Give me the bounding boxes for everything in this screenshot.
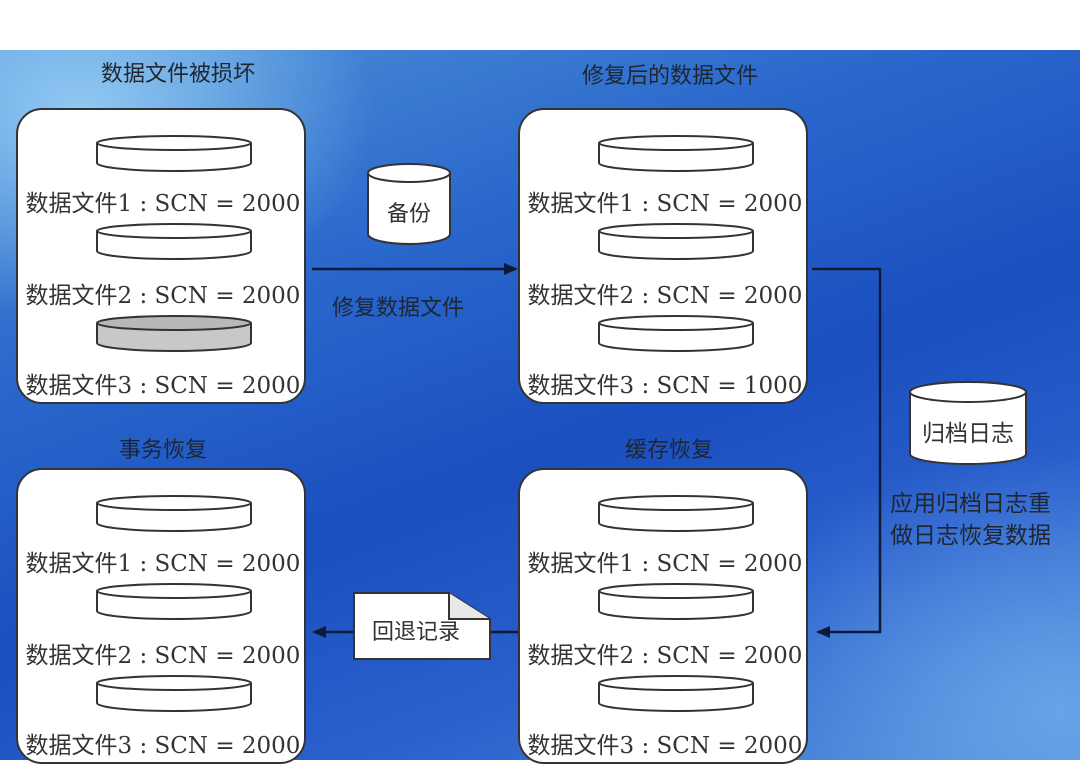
- file-label: 数据文件1 : SCN = 2000: [527, 551, 803, 577]
- backup-label: 备份: [386, 202, 431, 227]
- database-disk-icon: [95, 494, 253, 532]
- database-disk-icon: [95, 582, 253, 620]
- damaged-panel-title: 数据文件被损坏: [100, 62, 255, 87]
- database-disk-icon: [597, 134, 755, 172]
- damaged-disk-icon: [95, 314, 253, 352]
- database-disk-icon: [597, 494, 755, 532]
- file-label: 数据文件3 : SCN = 2000: [25, 373, 301, 399]
- transaction-panel-title: 事务恢复: [118, 438, 207, 463]
- apply-log-label-line1: 应用归档日志重: [890, 491, 1051, 517]
- database-disk-icon: [597, 582, 755, 620]
- file-label: 数据文件1 : SCN = 2000: [25, 551, 301, 577]
- file-label: 数据文件3 : SCN = 2000: [25, 733, 301, 759]
- file-label: 数据文件1 : SCN = 2000: [25, 191, 301, 217]
- file-label: 数据文件2 : SCN = 2000: [527, 643, 803, 669]
- database-disk-icon: [95, 674, 253, 712]
- transaction-recovery-panel: 数据文件1 : SCN = 2000 数据文件2 : SCN = 2000 数据…: [16, 468, 306, 764]
- diagram-canvas: 数据文件被损坏 修复后的数据文件 事务恢复 缓存恢复 数据文件1 : SCN =…: [0, 50, 1080, 764]
- file-label: 数据文件3 : SCN = 1000: [527, 373, 803, 399]
- database-disk-icon: [95, 134, 253, 172]
- apply-log-arrow: [812, 267, 882, 638]
- database-disk-icon: [95, 222, 253, 260]
- file-label: 数据文件2 : SCN = 2000: [25, 283, 301, 309]
- repair-data-files-label: 修复数据文件: [332, 296, 465, 321]
- cache-panel-title: 缓存恢复: [624, 438, 713, 463]
- file-label: 数据文件3 : SCN = 2000: [527, 733, 803, 759]
- database-disk-icon: [597, 314, 755, 352]
- file-label: 数据文件2 : SCN = 2000: [527, 283, 803, 309]
- archive-log-label: 归档日志: [922, 421, 1014, 447]
- database-disk-icon: [597, 222, 755, 260]
- archive-log-cylinder-icon: 归档日志: [908, 380, 1028, 466]
- database-disk-icon: [597, 674, 755, 712]
- rollback-record-note: 回退记录: [353, 592, 491, 660]
- rollback-record-label: 回退记录: [371, 620, 460, 645]
- cache-recovery-panel: 数据文件1 : SCN = 2000 数据文件2 : SCN = 2000 数据…: [518, 468, 808, 764]
- repaired-files-panel: 数据文件1 : SCN = 2000 数据文件2 : SCN = 2000 数据…: [518, 108, 808, 404]
- repaired-panel-title: 修复后的数据文件: [581, 64, 758, 89]
- backup-cylinder-icon: 备份: [366, 162, 452, 246]
- damaged-files-panel: 数据文件1 : SCN = 2000 数据文件2 : SCN = 2000 数据…: [16, 108, 306, 404]
- file-label: 数据文件1 : SCN = 2000: [527, 191, 803, 217]
- file-label: 数据文件2 : SCN = 2000: [25, 643, 301, 669]
- apply-log-label-line2: 做日志恢复数据: [890, 523, 1051, 549]
